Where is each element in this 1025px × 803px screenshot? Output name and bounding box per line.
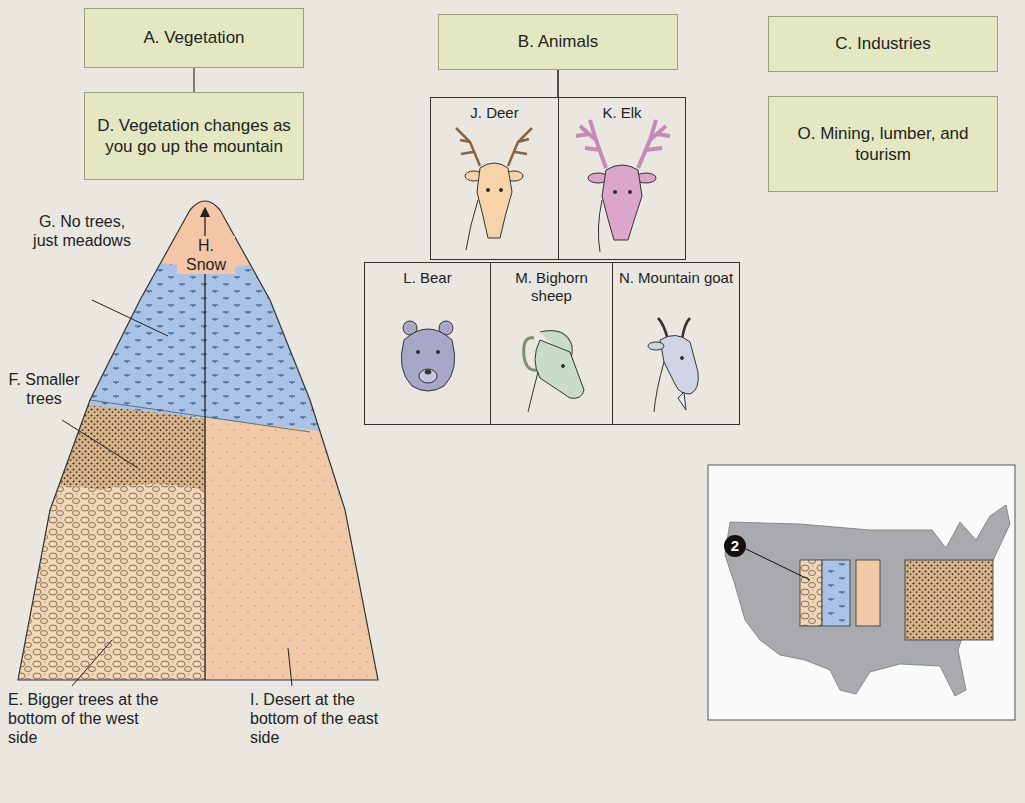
leader-line <box>62 300 292 686</box>
connector-line <box>557 70 558 97</box>
callout-number: 2 <box>726 536 744 556</box>
deer-head <box>456 128 532 250</box>
animal-label: K. Elk <box>602 104 641 122</box>
heading-box: A. Vegetation <box>84 8 304 68</box>
box-text: C. Industries <box>835 33 930 54</box>
us-map-inset <box>708 465 1015 720</box>
animal-label: N. Mountain goat <box>619 269 733 287</box>
box-text: D. Vegetation changes as you go up the m… <box>95 115 293 158</box>
mountain-goat-head <box>648 318 698 412</box>
callout-label: E. Bigger trees at the bottom of the wes… <box>8 690 168 748</box>
heading-box: B. Animals <box>438 14 678 70</box>
elk-head <box>576 120 670 252</box>
connector-line <box>193 68 194 92</box>
animal-cell: J. Deer <box>430 97 559 260</box>
animal-label: M. Bighorn sheep <box>495 269 608 305</box>
box-text: A. Vegetation <box>143 27 244 48</box>
bighorn-sheep-head <box>524 331 584 412</box>
text-box: D. Vegetation changes as you go up the m… <box>84 92 304 180</box>
mountain <box>0 180 400 700</box>
text-box: O. Mining, lumber, and tourism <box>768 96 998 192</box>
callout-label: I. Desert at the bottom of the east side <box>250 690 380 748</box>
animal-label: J. Deer <box>470 104 518 122</box>
callout-label: G. No trees, just meadows <box>26 212 138 250</box>
box-text: B. Animals <box>518 31 598 52</box>
animal-cell: L. Bear <box>364 262 491 425</box>
bear-head <box>401 321 454 391</box>
animal-cell: M. Bighorn sheep <box>490 262 613 425</box>
animal-cell: K. Elk <box>558 97 686 260</box>
animal-label: L. Bear <box>403 269 451 287</box>
box-text: O. Mining, lumber, and tourism <box>779 123 987 166</box>
callout-label: H. Snow <box>177 236 235 274</box>
connector-line <box>557 70 558 97</box>
heading-box: C. Industries <box>768 16 998 72</box>
animal-cell: N. Mountain goat <box>612 262 740 425</box>
callout-label: F. Smaller trees <box>4 370 84 408</box>
